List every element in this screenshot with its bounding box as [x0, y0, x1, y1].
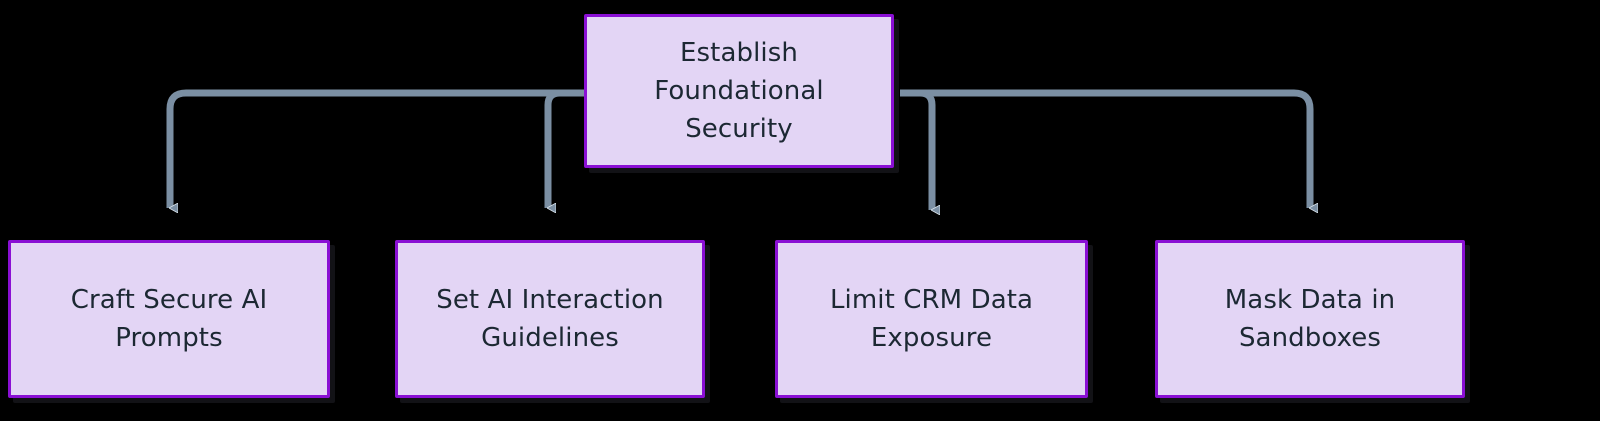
node-craft-secure-ai-prompts[interactable]: Craft Secure AI Prompts [8, 240, 330, 398]
edge-root-to-craft-secure-ai-prompts [166, 89, 584, 208]
node-mask-data-in-sandboxes[interactable]: Mask Data in Sandboxes [1155, 240, 1465, 398]
node-establish-foundational-security[interactable]: Establish Foundational Security [584, 14, 894, 168]
edge-root-to-limit-crm-data-exposure [902, 89, 932, 210]
node-label: Establish Foundational Security [654, 38, 824, 144]
node-limit-crm-data-exposure[interactable]: Limit CRM Data Exposure [775, 240, 1088, 398]
node-set-ai-interaction-guidelines[interactable]: Set AI Interaction Guidelines [395, 240, 705, 398]
node-label: Mask Data in Sandboxes [1224, 285, 1396, 353]
edge-root-to-set-ai-interaction-guidelines [544, 89, 580, 208]
node-label: Limit CRM Data Exposure [829, 285, 1034, 353]
node-label: Set AI Interaction Guidelines [436, 285, 664, 353]
edge-root-to-mask-data-in-sandboxes [900, 89, 1310, 208]
node-label: Craft Secure AI Prompts [70, 285, 268, 353]
